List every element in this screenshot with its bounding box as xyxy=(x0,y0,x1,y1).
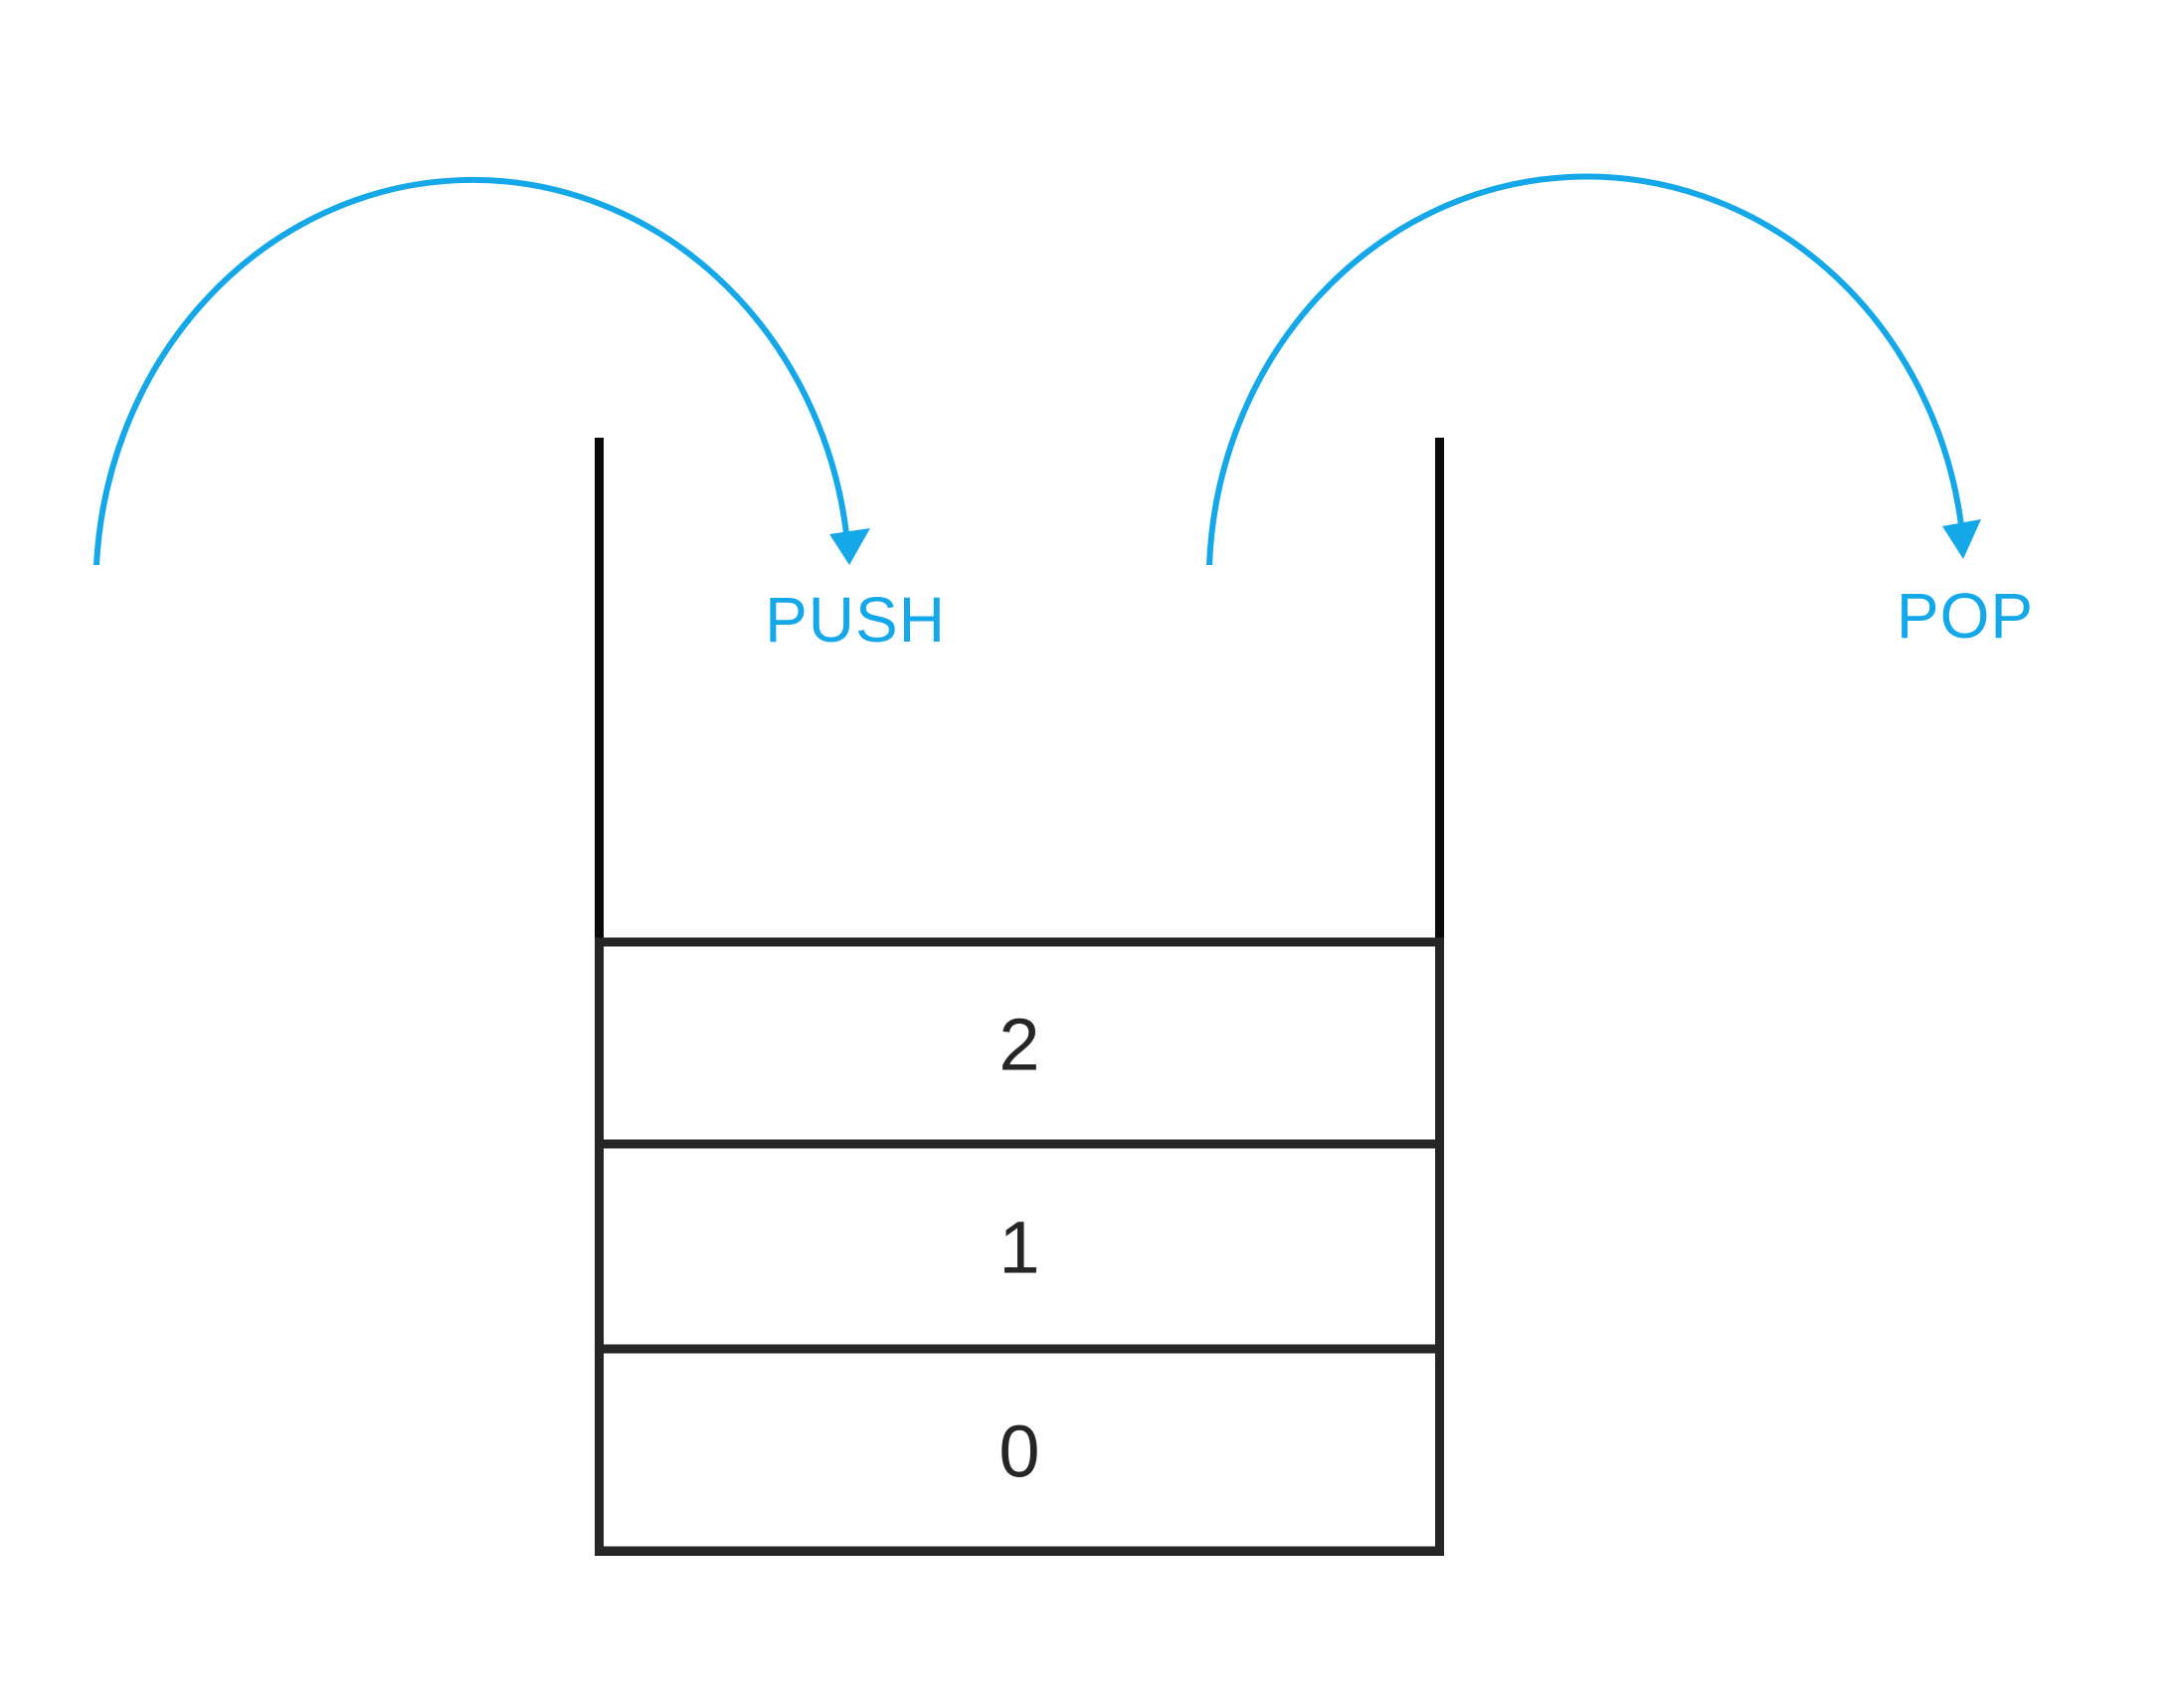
pop-label: POP xyxy=(1897,580,2034,652)
stack-cell-bottom: 0 xyxy=(595,1344,1444,1556)
stack-cell-box xyxy=(595,1344,1444,1556)
stack-cell-top: 2 xyxy=(595,937,1444,1149)
stack-cell-value: 2 xyxy=(999,1004,1039,1086)
stack-cell-value: 1 xyxy=(999,1207,1039,1289)
pop-arrow: POP xyxy=(1206,173,2034,652)
stack-cell-value: 0 xyxy=(999,1411,1039,1493)
push-label: PUSH xyxy=(765,584,946,656)
push-arrow-arc xyxy=(93,176,849,566)
stack-cell-middle: 1 xyxy=(595,1139,1444,1354)
stack-cells: 2 1 0 xyxy=(595,937,1444,1556)
stack-container xyxy=(595,438,1444,1556)
push-arrow: PUSH xyxy=(93,176,946,656)
push-arrowhead-icon xyxy=(829,528,870,565)
pop-arrowhead-icon xyxy=(1942,519,1981,559)
pop-arrow-arc xyxy=(1206,173,1964,566)
